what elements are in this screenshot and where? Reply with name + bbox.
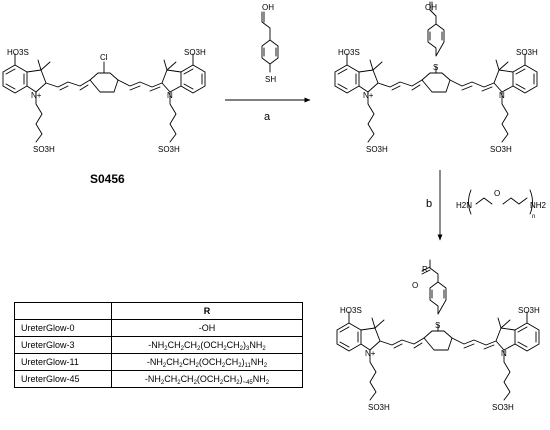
reagent-oh-label: OH (262, 3, 274, 12)
reagent-sh-label: SH (265, 75, 276, 84)
s0456-nplus-label: N+ (31, 91, 42, 100)
intermediate-n-label: N (499, 91, 505, 100)
intermediate-s-label: S (433, 63, 438, 72)
s0456-ho3s-label: HO3S (7, 48, 29, 57)
product-ho3s-label: HO3S (340, 306, 362, 315)
table-row: UreterGlow-45-NH2CH2CH2(OCH2CH2)~45NH2 (14, 370, 303, 388)
product-nplus-label: N+ (365, 349, 376, 358)
r-group-cell: -OH (111, 319, 303, 337)
product-r-label: R (422, 265, 428, 274)
table-header-row: R (14, 302, 303, 320)
product-o-label: O (412, 281, 418, 290)
product-so3h-left-chain: SO3H (368, 403, 390, 412)
compound-name-cell: UreterGlow-0 (14, 319, 112, 337)
s0456-n-label: N (167, 91, 173, 100)
product-n-label: N (501, 349, 507, 358)
table-header-r: R (111, 302, 303, 320)
compound-name-cell: UreterGlow-45 (14, 370, 112, 388)
product-s-label: S (435, 321, 440, 330)
r-group-cell: -NH2CH2CH2(OCH2CH2)11NH2 (111, 353, 303, 371)
peg-o-label: O (494, 189, 500, 198)
intermediate-nplus-label: N+ (363, 91, 374, 100)
product-so3h-label: SO3H (518, 306, 540, 315)
intermediate-so3h-left-chain: SO3H (366, 145, 388, 154)
r-group-cell: -NH2CH2CH2(OCH2CH2)3NH2 (111, 336, 303, 354)
product-so3h-right-chain: SO3H (492, 403, 514, 412)
table-row: UreterGlow-11-NH2CH2CH2(OCH2CH2)11NH2 (14, 353, 303, 371)
reagent-mercaptophenylacetic-acid (261, 11, 279, 73)
s0456-so3h-right-chain: SO3H (158, 145, 180, 154)
table-row: UreterGlow-3-NH2CH2CH2(OCH2CH2)3NH2 (14, 336, 303, 354)
compound-label: S0456 (90, 172, 125, 186)
table-row: UreterGlow-0-OH (14, 319, 303, 337)
intermediate-ho3s-label: HO3S (338, 48, 360, 57)
step-a-label: a (264, 111, 271, 123)
compound-name-cell: UreterGlow-11 (14, 353, 112, 371)
intermediate-structure (334, 1, 538, 143)
intermediate-oh-label: OH (425, 3, 437, 12)
r-group-cell: -NH2CH2CH2(OCH2CH2)~45NH2 (111, 370, 303, 388)
reagent-peg-diamine (468, 189, 533, 215)
intermediate-so3h-label: SO3H (516, 48, 538, 57)
product-structure (336, 259, 540, 401)
table-header-blank (14, 302, 112, 320)
s0456-structure (2, 53, 206, 143)
step-b-label: b (426, 198, 432, 210)
intermediate-so3h-right-chain: SO3H (490, 145, 512, 154)
compound-name-cell: UreterGlow-3 (14, 336, 112, 354)
s0456-cl-label: Cl (100, 53, 108, 62)
peg-n-subscript: n (532, 214, 535, 220)
s0456-so3h-left-chain: SO3H (33, 145, 55, 154)
s0456-so3h-label: SO3H (184, 48, 206, 57)
peg-h2n-label: H2N (456, 201, 472, 210)
peg-nh2-label: NH2 (530, 201, 547, 210)
